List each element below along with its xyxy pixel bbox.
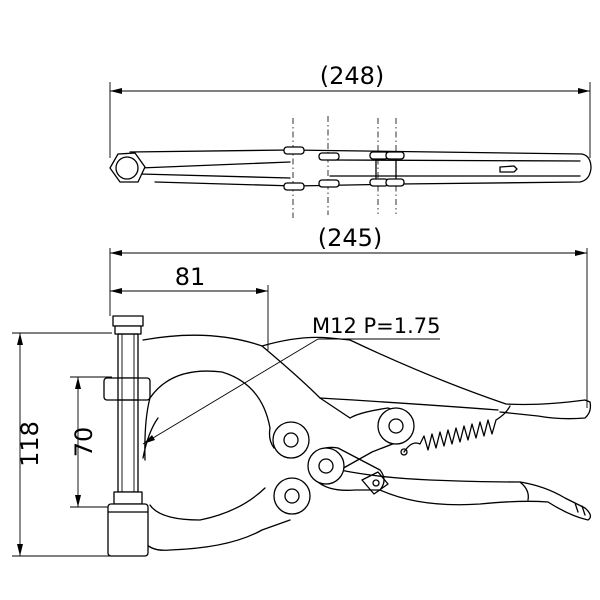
return-spring (403, 405, 511, 453)
dim-label-70: 70 (70, 427, 98, 458)
pressure-pad (107, 503, 149, 557)
spindle-knob (112, 315, 144, 327)
lock-nut (103, 377, 151, 401)
dim-label-245: (245) (318, 224, 383, 252)
pivot-upper-right (377, 407, 415, 445)
dim-label-248: (248) (320, 62, 385, 90)
top-handle-body (129, 149, 592, 187)
pivot-lower-left (273, 477, 311, 515)
dim-label-81: 81 (175, 263, 206, 291)
upper-arm (142, 334, 351, 449)
lower-handle (339, 469, 592, 521)
top-view: (248) (109, 62, 592, 218)
side-view: (245) 81 118 70 M12 P=1.75 (12, 224, 592, 557)
lower-frame (142, 397, 291, 551)
release-trigger (361, 471, 389, 495)
pivot-center (307, 447, 345, 485)
thread-note-leader (142, 338, 319, 445)
thread-note: M12 P=1.75 (312, 314, 441, 338)
upper-handle (261, 336, 592, 420)
spindle-rod-lower (117, 399, 139, 493)
spindle-rod-upper (117, 333, 139, 379)
dim-label-118: 118 (16, 421, 44, 467)
pivot-upper-left (272, 421, 310, 459)
